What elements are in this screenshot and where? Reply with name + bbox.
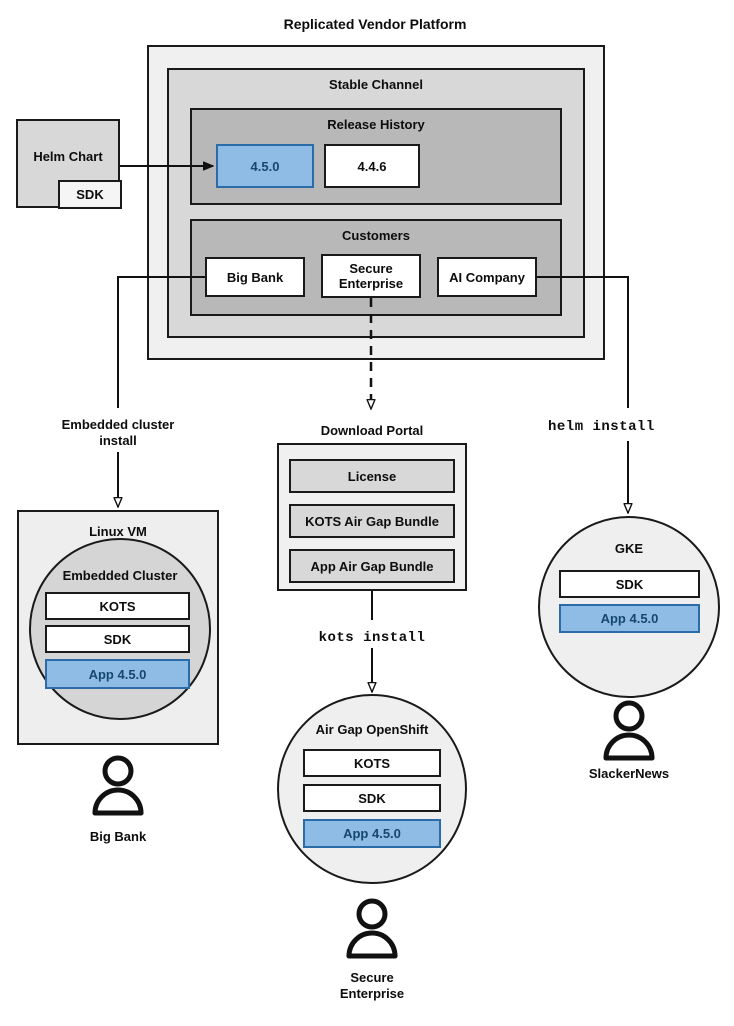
download-portal-artifact-license[interactable]: License bbox=[289, 459, 455, 493]
edge-label-line1: Embedded cluster bbox=[61, 417, 175, 432]
helm-chart-sdk-box[interactable]: SDK bbox=[58, 180, 122, 209]
customer-secure-enterprise[interactable]: Secure Enterprise bbox=[321, 254, 421, 298]
download-portal-artifact-app-air-gap-bundle[interactable]: App Air Gap Bundle bbox=[289, 549, 455, 583]
customer-ai-company[interactable]: AI Company bbox=[437, 257, 537, 297]
gke-title: GKE bbox=[614, 541, 644, 556]
persona-label-line2: Enterprise bbox=[339, 986, 405, 1001]
slackernews-avatar bbox=[601, 700, 657, 767]
air-gap-openshift-component-app[interactable]: App 4.5.0 bbox=[303, 819, 441, 848]
linux-vm-component-app[interactable]: App 4.5.0 bbox=[45, 659, 190, 689]
edge-label-line2: install bbox=[99, 433, 137, 448]
linux-vm-component-sdk[interactable]: SDK bbox=[45, 625, 190, 653]
linux-vm-title: Linux VM bbox=[89, 524, 147, 539]
edge-label-embedded-cluster-install: Embedded cluster install bbox=[48, 417, 188, 449]
stable-channel-title: Stable Channel bbox=[329, 77, 423, 92]
release-4.4.6[interactable]: 4.4.6 bbox=[324, 144, 420, 188]
download-portal-title: Download Portal bbox=[320, 423, 424, 438]
page-title: Replicated Vendor Platform bbox=[283, 16, 467, 32]
person-icon bbox=[346, 898, 398, 959]
helm-chart-label: Helm Chart bbox=[33, 149, 103, 164]
persona-label-line1: Secure bbox=[350, 970, 394, 985]
air-gap-openshift-title: Air Gap OpenShift bbox=[315, 722, 429, 737]
release-4.5.0[interactable]: 4.5.0 bbox=[216, 144, 314, 188]
person-icon bbox=[603, 700, 655, 761]
gke-component-sdk[interactable]: SDK bbox=[559, 570, 700, 598]
edge-label-helm-install: helm install bbox=[548, 419, 655, 435]
embedded-cluster-title: Embedded Cluster bbox=[62, 568, 178, 583]
gke-component-app[interactable]: App 4.5.0 bbox=[559, 604, 700, 633]
download-portal-artifact-kots-air-gap-bundle[interactable]: KOTS Air Gap Bundle bbox=[289, 504, 455, 538]
linux-vm-component-kots[interactable]: KOTS bbox=[45, 592, 190, 620]
air-gap-openshift-component-kots[interactable]: KOTS bbox=[303, 749, 441, 777]
person-icon bbox=[92, 755, 144, 816]
customer-big-bank[interactable]: Big Bank bbox=[205, 257, 305, 297]
secure-enterprise-persona-label: Secure Enterprise bbox=[292, 970, 452, 1002]
big-bank-avatar bbox=[90, 755, 146, 822]
release-history-title: Release History bbox=[327, 117, 425, 132]
slackernews-persona-label: SlackerNews bbox=[588, 766, 670, 781]
big-bank-persona-label: Big Bank bbox=[89, 829, 147, 844]
air-gap-openshift-component-sdk[interactable]: SDK bbox=[303, 784, 441, 812]
customers-title: Customers bbox=[342, 228, 410, 243]
secure-enterprise-avatar bbox=[344, 898, 400, 965]
edge-label-kots-install: kots install bbox=[318, 630, 426, 646]
